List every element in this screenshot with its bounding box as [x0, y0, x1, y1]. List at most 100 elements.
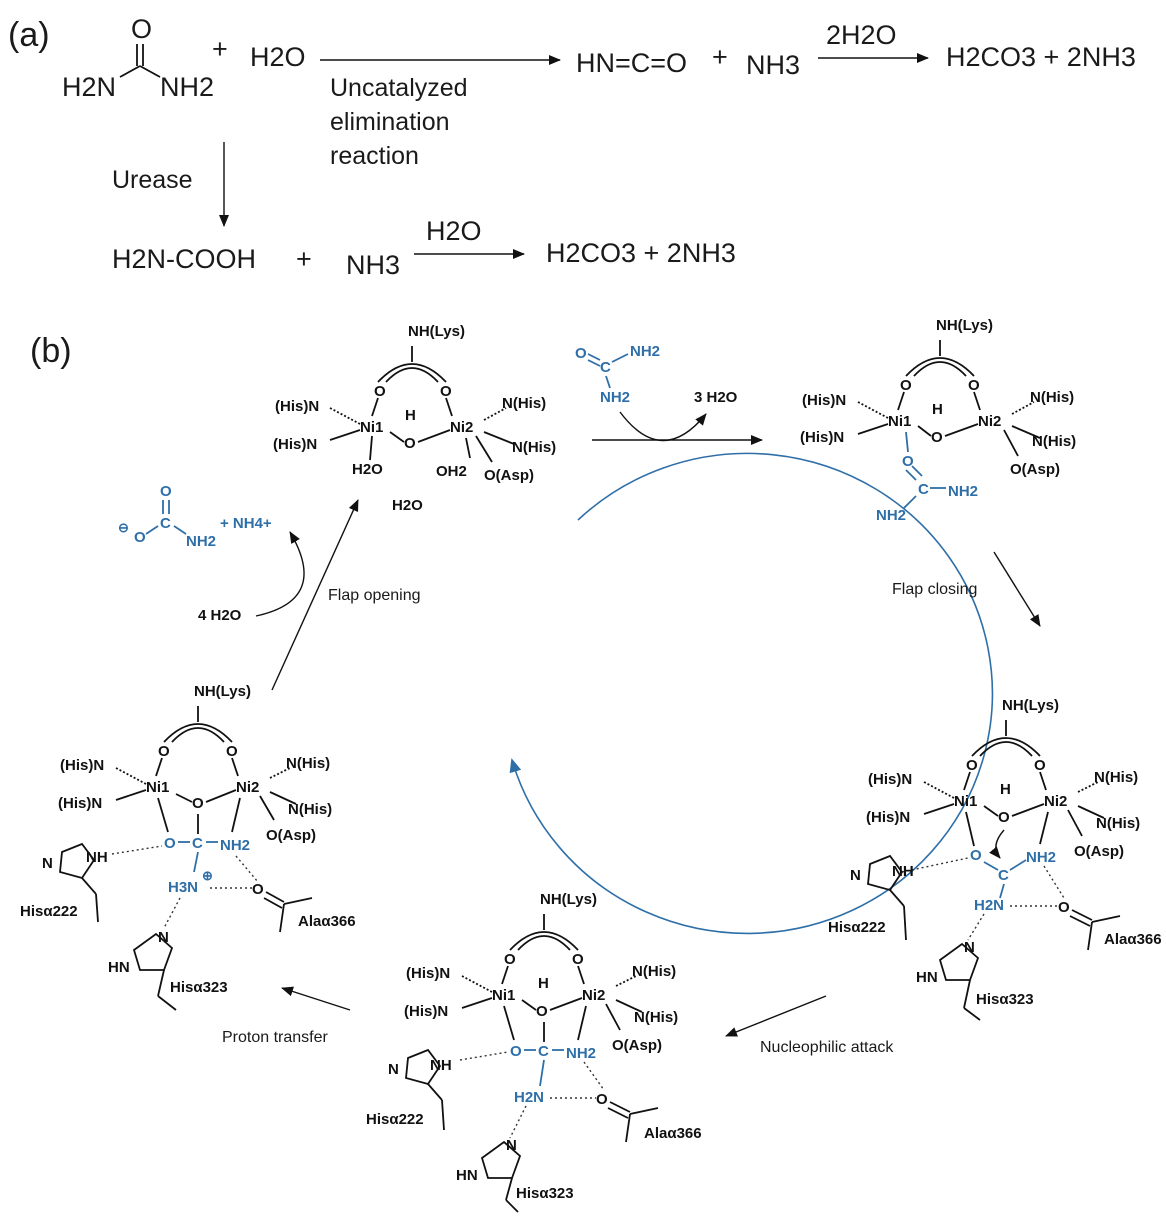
carbamate-amine: NH2 — [186, 533, 216, 550]
imidazole-n: N — [506, 1137, 517, 1154]
his-ligand-right: N(His) — [634, 1009, 678, 1026]
intermediate-amine: NH2 — [566, 1045, 596, 1062]
nickel-1: Ni1 — [360, 419, 383, 436]
nickel-2: Ni2 — [236, 779, 259, 796]
ammonia-product: NH3 — [346, 250, 400, 280]
catalytic-cycle-arrow — [509, 452, 994, 935]
bridging-hydrogen: H — [1000, 781, 1011, 798]
uncatalyzed-label-1: Uncatalyzed — [330, 74, 468, 102]
his-ligand-right: N(His) — [502, 395, 546, 412]
lysine-label: NH(Lys) — [408, 323, 465, 340]
intermediate-oxygen: O — [164, 835, 176, 852]
imidazole-hn: HN — [108, 959, 130, 976]
carboxylate-o: O — [226, 743, 238, 760]
urea-amine: NH2 — [630, 343, 660, 360]
resting-state-structure: NH(Lys) O O (His)N (His)N Ni1 H O Ni2 N(… — [273, 323, 556, 514]
flap-opening-label: Flap opening — [328, 587, 421, 604]
bridging-hydrogen: H — [932, 401, 943, 418]
carbamate-oxygen: O — [134, 529, 146, 546]
imidazole-nh: NH — [430, 1057, 452, 1074]
his-ligand: (His)N — [273, 436, 317, 453]
proton-transfer-arrow — [281, 986, 351, 1011]
nucleophilic-attack-label: Nucleophilic attack — [760, 1039, 894, 1056]
his-ligand: (His)N — [58, 795, 102, 812]
alanine-carbonyl-o: O — [596, 1091, 608, 1108]
bridging-oxygen: O — [998, 809, 1010, 826]
urea-amine: H2N — [974, 897, 1004, 914]
plus-sign: + — [296, 244, 312, 274]
panel-a-label: (a) — [8, 16, 50, 54]
urea-carbon: C — [998, 867, 1009, 884]
carboxylate-o: O — [374, 383, 386, 400]
intermediate-carbon: C — [192, 835, 203, 852]
his-ligand-right: N(His) — [1096, 815, 1140, 832]
ammonia-product: NH3 — [746, 50, 800, 80]
imidazole-nh: NH — [86, 849, 108, 866]
urea-carbon: C — [600, 359, 611, 376]
carboxylate-o: O — [968, 377, 980, 394]
urea-amine: NH2 — [948, 483, 978, 500]
plus-sign: + — [212, 34, 228, 64]
imidazole-hn: HN — [456, 1167, 478, 1184]
aspartate-ligand: O(Asp) — [1074, 843, 1124, 860]
uncatalyzed-label-3: reaction — [330, 142, 419, 170]
carbamate-carbon: C — [160, 515, 171, 532]
alanine-carbonyl-o: O — [1058, 899, 1070, 916]
product-release-curved-arrow — [255, 531, 305, 617]
proton-transfer-label: Proton transfer — [222, 1029, 329, 1046]
ammonium-ion: + NH4+ — [220, 515, 272, 532]
tetrahedral-intermediate-structure: NH(Lys) O O (His)N (His)N Ni1 H O Ni2 N(… — [366, 891, 702, 1213]
his-ligand: (His)N — [60, 757, 104, 774]
nickel-2: Ni2 — [1044, 793, 1067, 810]
bridging-hydrogen: H — [538, 975, 549, 992]
urea-amine: NH2 — [1026, 849, 1056, 866]
imidazole-nh: NH — [892, 863, 914, 880]
consumed-water: 4 H2O — [198, 607, 242, 624]
carboxylate-o: O — [440, 383, 452, 400]
bridging-oxygen: O — [536, 1003, 548, 1020]
ammonium-group: H3N — [168, 879, 198, 896]
imidazole-n: N — [850, 867, 861, 884]
his-ligand-right: N(His) — [512, 439, 556, 456]
panel-a: (a) O H2N NH2 + H2O Uncatalyzed eliminat… — [8, 14, 1136, 280]
aspartate-ligand: O(Asp) — [484, 467, 534, 484]
his-ligand: (His)N — [406, 965, 450, 982]
imidazole-n: N — [42, 855, 53, 872]
two-water-label: 2H2O — [826, 20, 897, 50]
free-water: H2O — [392, 497, 423, 514]
intermediate-amine: H2N — [514, 1089, 544, 1106]
his-ligand: (His)N — [802, 392, 846, 409]
carboxylate-o: O — [572, 951, 584, 968]
uncatalyzed-label-2: elimination — [330, 108, 450, 136]
attack-curved-arrow — [989, 829, 1005, 859]
urea-amine: NH2 — [600, 389, 630, 406]
bridging-oxygen: O — [192, 795, 204, 812]
intermediate-oxygen: O — [510, 1043, 522, 1060]
his-ligand-right: N(His) — [288, 801, 332, 818]
ala366-label: Alaα366 — [298, 913, 356, 930]
aspartate-ligand: O(Asp) — [266, 827, 316, 844]
water-reactant: H2O — [250, 42, 306, 72]
water-ligand: H2O — [352, 461, 383, 478]
urea-structure: O H2N NH2 — [62, 14, 214, 102]
his-ligand-right: N(His) — [1030, 389, 1074, 406]
his-ligand-right: N(His) — [1032, 433, 1076, 450]
urea-oxygen: O — [131, 14, 152, 44]
his-ligand-right: N(His) — [286, 755, 330, 772]
carboxylate-o: O — [1034, 757, 1046, 774]
carboxylate-o: O — [966, 757, 978, 774]
urea-amine: NH2 — [876, 507, 906, 524]
imidazole-n: N — [158, 929, 169, 946]
intermediate-carbon: C — [538, 1043, 549, 1060]
ala366-label: Alaα366 — [1104, 931, 1162, 948]
final-products-bottom: H2CO3 + 2NH3 — [546, 238, 736, 268]
bridging-oxygen: O — [931, 429, 943, 446]
urea-oxygen: O — [902, 453, 914, 470]
water-label: H2O — [426, 216, 482, 246]
his-ligand: (His)N — [275, 398, 319, 415]
urea-carbon: C — [918, 481, 929, 498]
ala366-label: Alaα366 — [644, 1125, 702, 1142]
nickel-1: Ni1 — [888, 413, 911, 430]
urea-nh2: NH2 — [160, 72, 214, 102]
